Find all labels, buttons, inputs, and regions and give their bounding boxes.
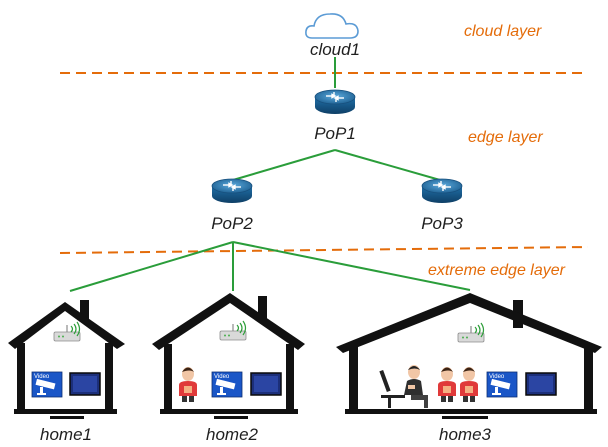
home1-wifi-ap-icon	[53, 321, 81, 342]
home1-camera-label: Video	[34, 374, 50, 380]
home3-wifi-ap-icon	[457, 322, 485, 343]
home3-monitor-icon	[525, 372, 557, 396]
link-pop2-home3	[232, 241, 471, 291]
home3-desk-worker-icon	[379, 365, 428, 408]
home2-camera-label: Video	[214, 374, 230, 380]
cloud-icon	[305, 13, 359, 39]
pop1-label: PoP1	[314, 124, 356, 143]
network-links	[69, 57, 471, 292]
home3-camera-label: Video	[489, 374, 505, 380]
edge-extreme-divider	[59, 246, 589, 254]
link-pop1-pop3	[334, 149, 441, 181]
cloud-layer-label: cloud layer	[464, 23, 542, 40]
home3-label: home3	[439, 425, 492, 444]
home2-monitor-icon	[250, 372, 282, 396]
pop1-router-icon	[314, 89, 356, 115]
pop3-label: PoP3	[421, 214, 463, 233]
home1-label: home1	[40, 425, 92, 444]
pop2-router-icon	[211, 178, 253, 204]
link-pop1-pop2	[232, 149, 336, 181]
home3-house	[336, 293, 602, 419]
pop2-label: PoP2	[211, 214, 253, 233]
home2-label: home2	[206, 425, 259, 444]
link-pop2-home1	[69, 241, 234, 292]
home3-person-2-icon	[460, 367, 478, 402]
cloud1-label: cloud1	[310, 40, 360, 59]
edge-layer-label: edge layer	[468, 129, 543, 146]
home1-house	[8, 300, 125, 419]
pop3-router-icon	[421, 178, 463, 204]
home3-person-1-icon	[438, 367, 456, 402]
home2-person-icon	[179, 367, 197, 402]
home2-house	[152, 293, 305, 419]
home1-monitor-icon	[69, 372, 101, 396]
home2-wifi-ap-icon	[219, 320, 247, 341]
extreme-edge-layer-label: extreme edge layer	[428, 262, 566, 279]
